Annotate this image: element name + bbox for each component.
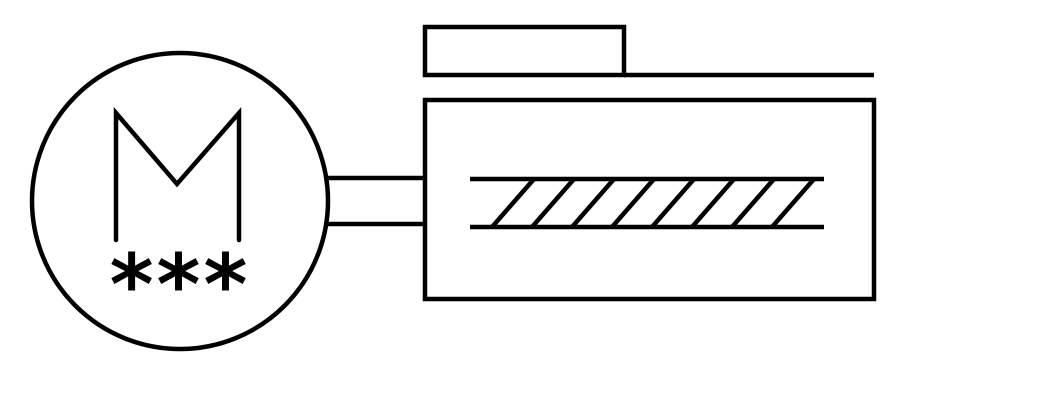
motor-body-circle bbox=[29, 50, 331, 352]
screw-hatch-line bbox=[570, 177, 616, 229]
screw-hatch-line bbox=[490, 177, 536, 229]
drive-shaft bbox=[324, 175, 427, 227]
screw-hatch-line bbox=[530, 177, 576, 229]
motor-stars-label: *** bbox=[110, 236, 251, 334]
conveyor-housing bbox=[422, 97, 877, 302]
screw-hatch-line bbox=[690, 177, 736, 229]
screw-flight bbox=[470, 176, 824, 230]
screw-hatch-line bbox=[650, 177, 696, 229]
screw-hatch-line bbox=[730, 177, 776, 229]
motor-letter-m bbox=[113, 106, 242, 243]
inlet-box bbox=[422, 24, 627, 78]
screw-hatch-line bbox=[610, 177, 656, 229]
screw-hatch-line bbox=[770, 177, 816, 229]
